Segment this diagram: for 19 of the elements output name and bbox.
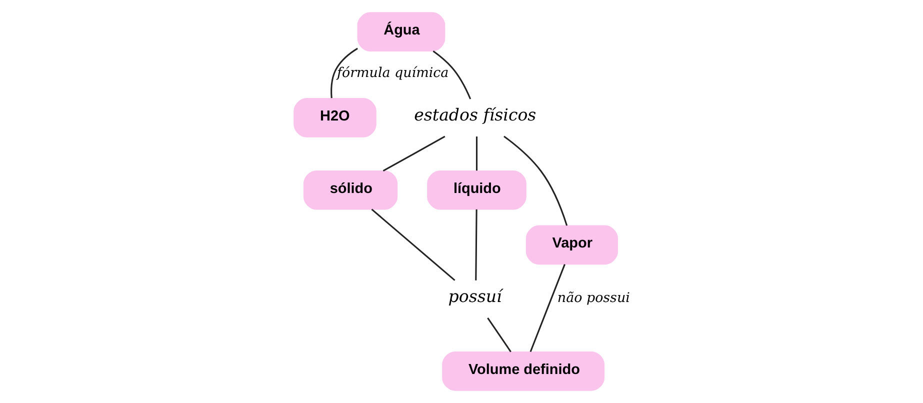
edge-label: não possui	[556, 290, 630, 306]
node-box: líquido	[426, 170, 526, 210]
connector	[529, 264, 565, 352]
node-text: possuí	[448, 287, 502, 306]
connector	[432, 50, 471, 100]
connector	[330, 48, 358, 98]
connector	[474, 209, 477, 280]
connector	[370, 208, 455, 281]
edge-label: fórmula química	[336, 66, 448, 82]
connector	[382, 136, 445, 172]
node-box: Vapor	[525, 225, 618, 265]
node-box: Água	[356, 12, 445, 52]
node-text: estados físicos	[414, 106, 536, 125]
connector	[486, 317, 511, 352]
node-box: sólido	[302, 170, 398, 210]
connector	[503, 136, 568, 226]
connector	[475, 136, 478, 171]
node-box: H2O	[293, 98, 376, 138]
node-box: Volume definido	[442, 352, 604, 391]
